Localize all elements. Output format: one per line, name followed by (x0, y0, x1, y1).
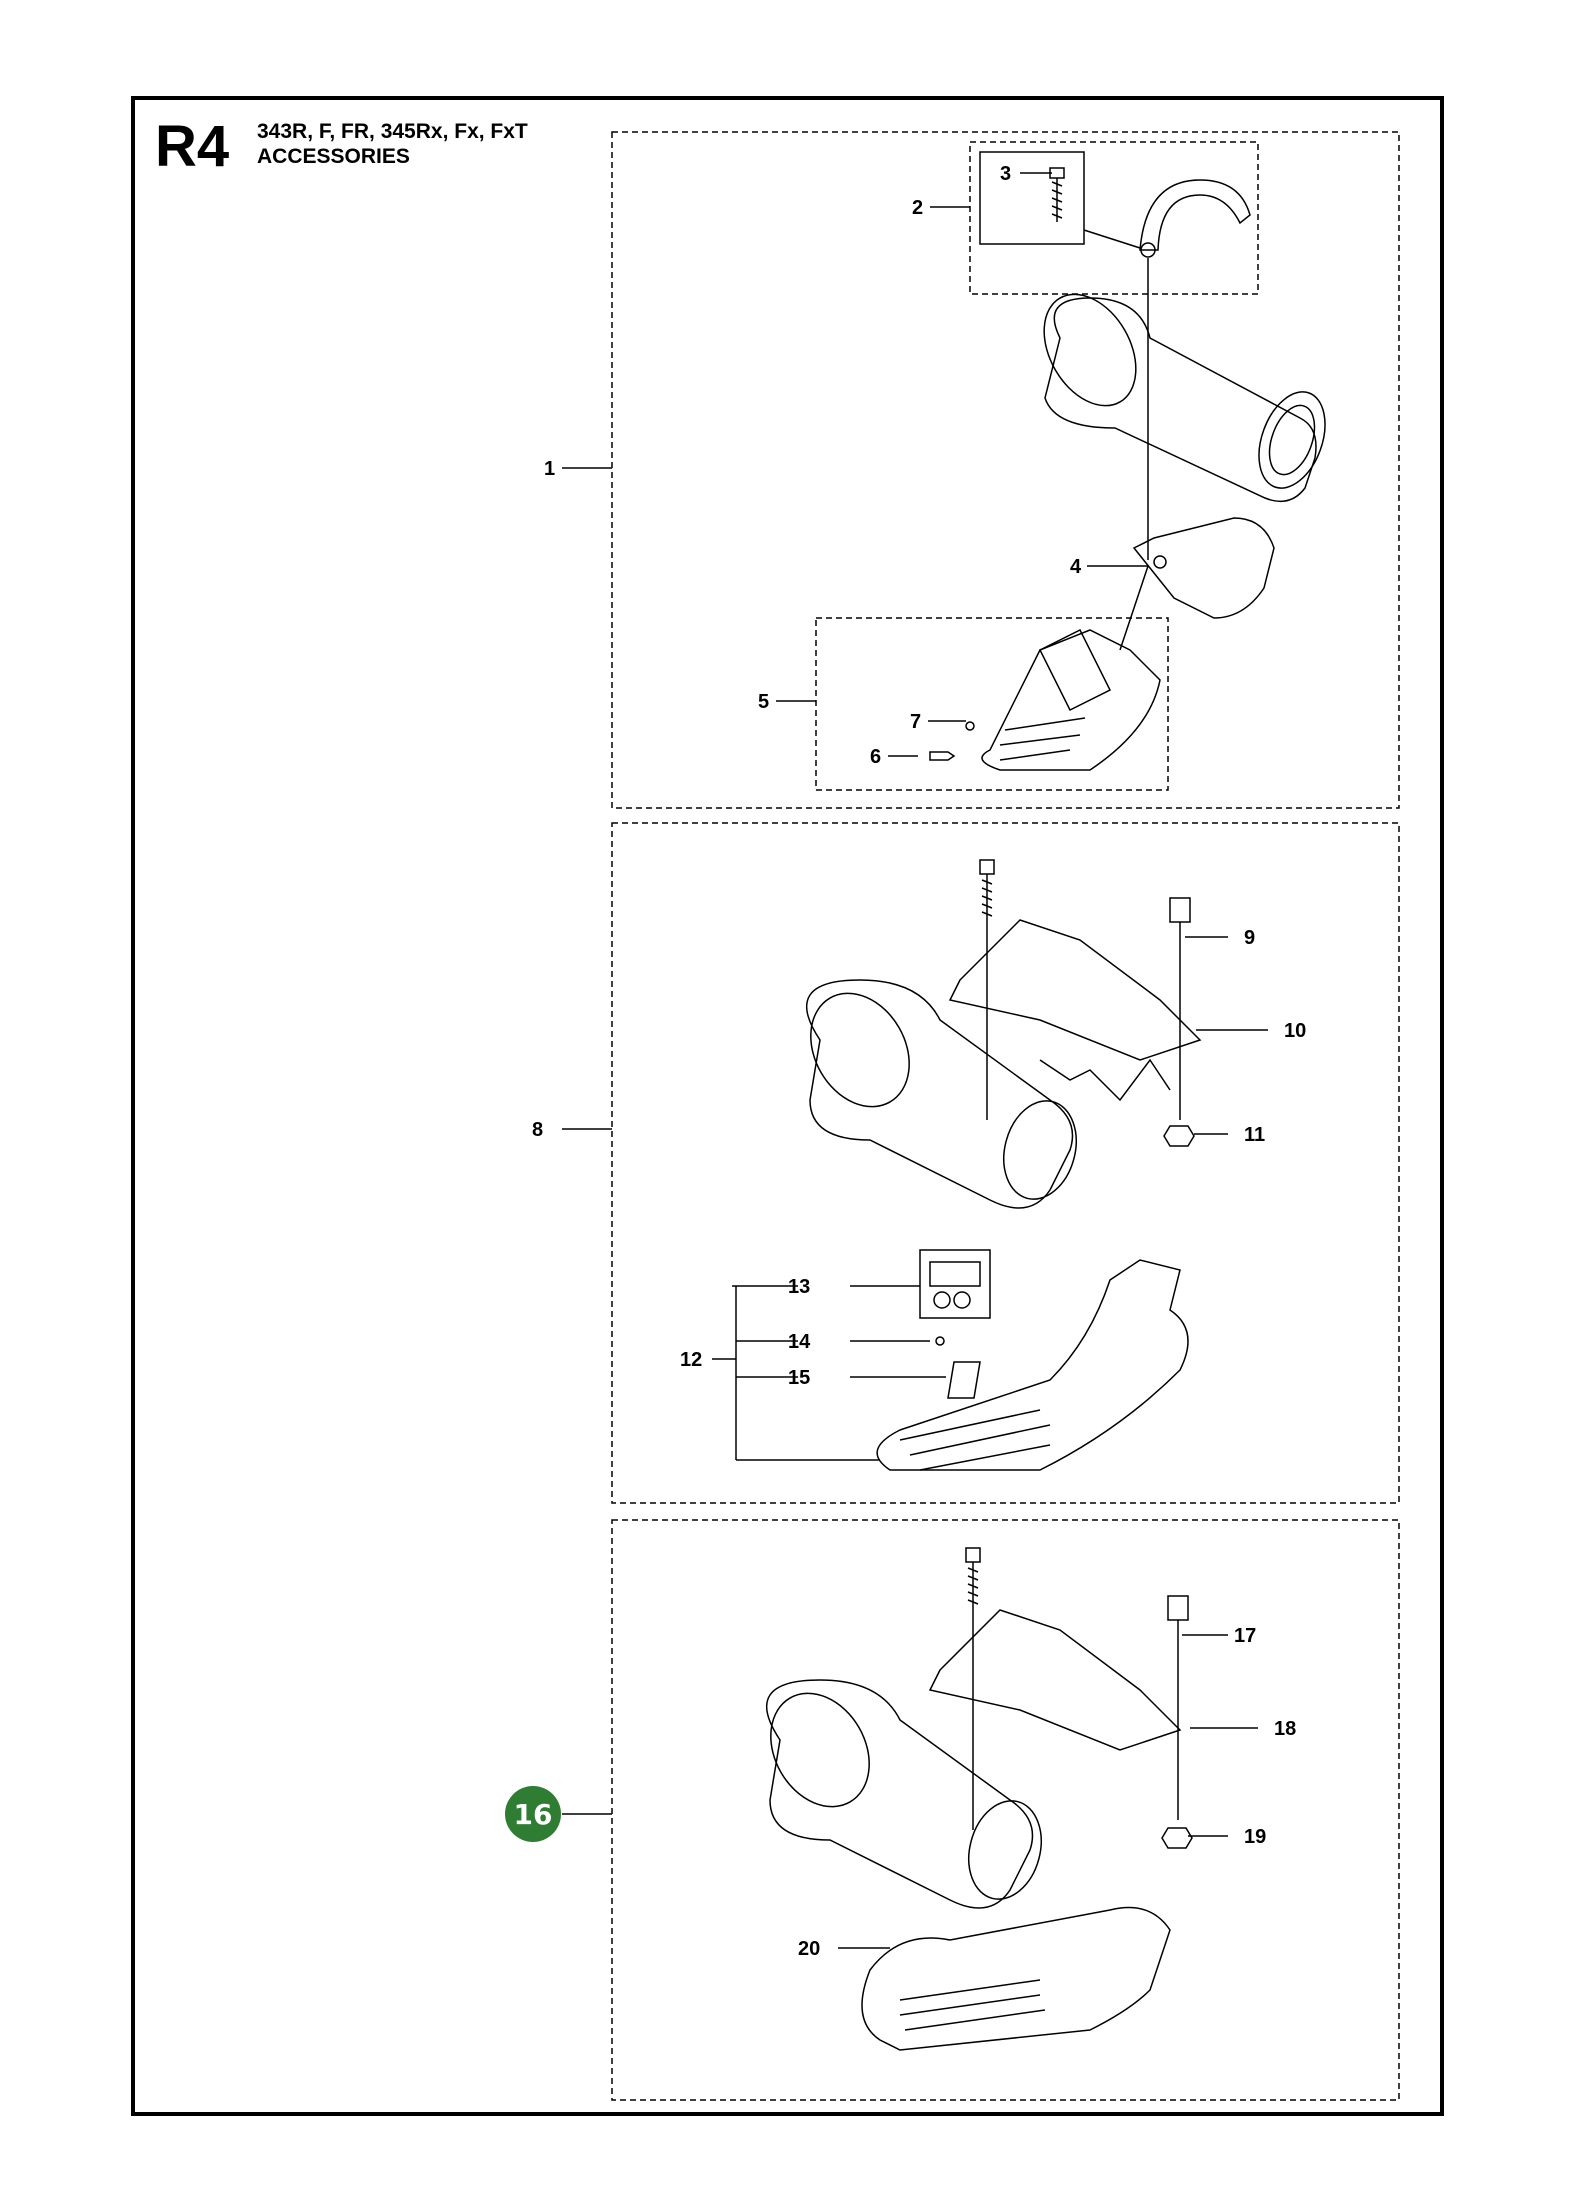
decal-13 (919, 1249, 991, 1319)
guard-12 (876, 1259, 1189, 1471)
label-11: 11 (1244, 1124, 1265, 1146)
label-18: 18 (1274, 1718, 1296, 1740)
label-12: 12 (680, 1349, 702, 1371)
guard-20 (861, 1906, 1171, 2051)
label-6: 6 (870, 746, 881, 768)
model-list: 343R, F, FR, 345Rx, Fx, FxT (257, 120, 528, 143)
label-1: 1 (544, 458, 555, 480)
shield-18 (928, 1609, 1182, 1751)
clamp-part (1139, 179, 1251, 251)
label-19: 19 (1244, 1826, 1266, 1848)
group-box-16 (611, 1519, 1400, 2101)
label-9: 9 (1244, 927, 1255, 949)
label-13: 13 (788, 1276, 810, 1298)
page-frame (131, 96, 1444, 2116)
label-10: 10 (1284, 1020, 1306, 1042)
label-17: 17 (1234, 1625, 1256, 1647)
label-5: 5 (758, 691, 769, 713)
label-8: 8 (532, 1119, 543, 1141)
label-4: 4 (1070, 556, 1082, 578)
label-16: 16 (514, 1798, 553, 1831)
section-title: ACCESSORIES (257, 145, 410, 168)
label-20: 20 (798, 1938, 820, 1960)
gear-housing-16 (765, 1679, 1034, 1909)
group-box-1 (611, 131, 1400, 809)
guard-bracket-4 (1132, 517, 1275, 619)
label-14: 14 (788, 1331, 811, 1353)
group-box-3-inset (979, 151, 1085, 245)
group-box-8 (611, 822, 1400, 1504)
label-3: 3 (1000, 163, 1011, 185)
label-7: 7 (910, 711, 921, 733)
guard-5 (981, 629, 1161, 771)
group-box-5 (815, 617, 1169, 791)
label-15: 15 (788, 1367, 810, 1389)
shield-10 (948, 919, 1202, 1061)
gear-housing-8 (805, 979, 1074, 1209)
label-2: 2 (912, 197, 923, 219)
highlight-callout-circle (505, 1786, 561, 1842)
group-box-2 (969, 141, 1259, 295)
section-code: R4 (155, 114, 230, 179)
